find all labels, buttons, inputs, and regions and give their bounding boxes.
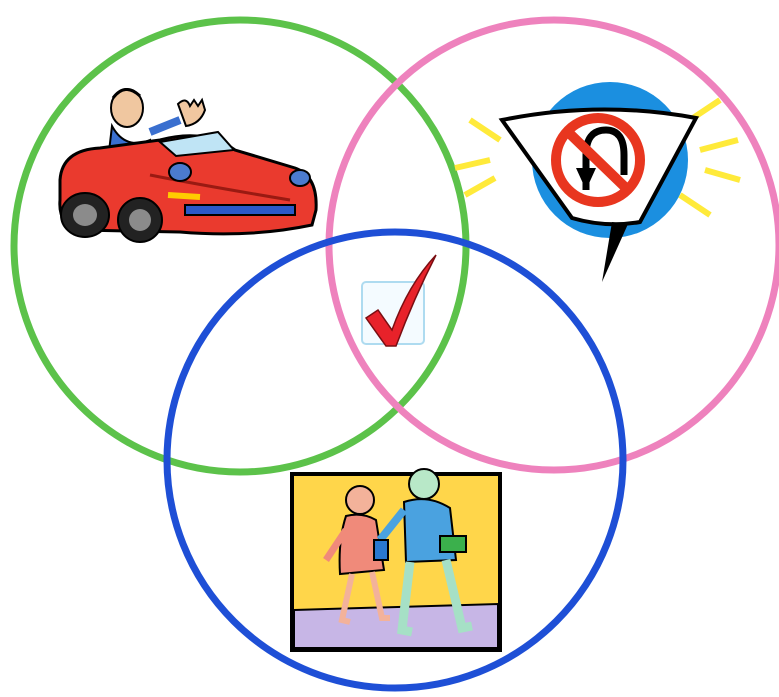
no-u-turn-circle xyxy=(329,20,779,470)
no-u-turn-sign-icon xyxy=(455,82,740,282)
pedestrians-icon xyxy=(292,469,500,650)
check-mark-icon xyxy=(362,255,436,346)
car-driver-icon xyxy=(60,89,316,242)
